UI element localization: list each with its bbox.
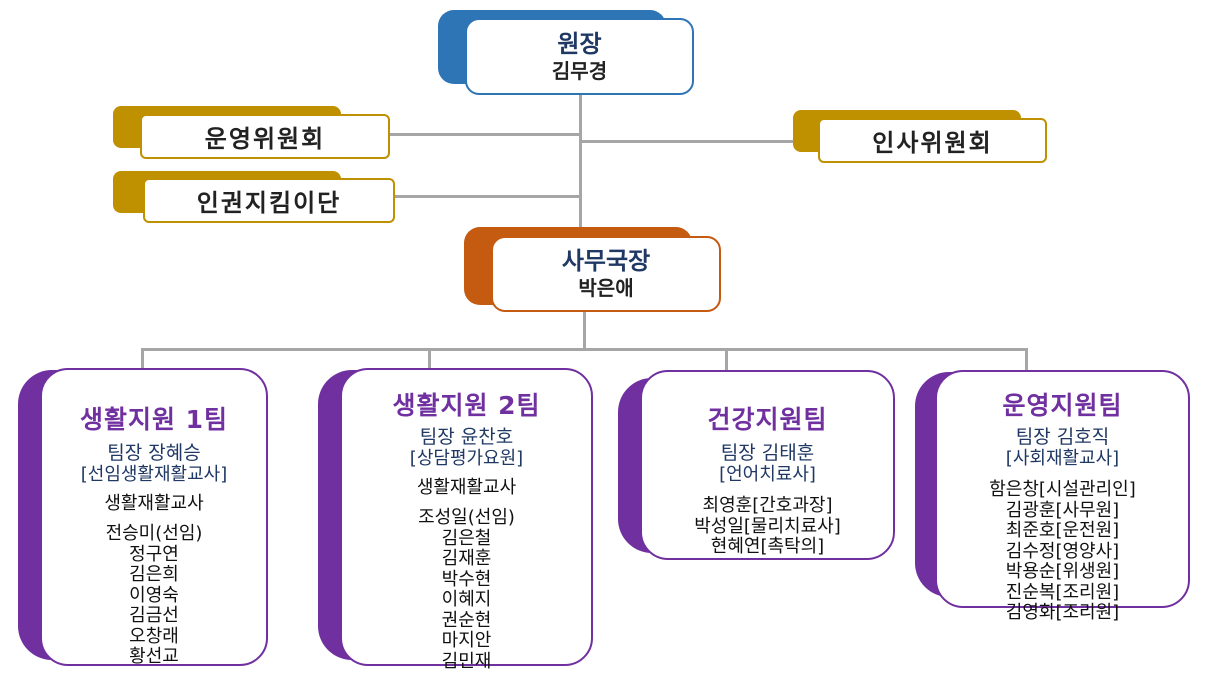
team2-leader-role: [상담평가요원] [409, 448, 524, 469]
list-item: 김수정[영양사] [1005, 540, 1120, 562]
team3-box: 건강지원팀 팀장 김태훈 [언어치료사] 최영훈[간호과장] 박성일[물리치료사… [640, 370, 895, 560]
connector-trunk [579, 94, 582, 234]
personnel-committee-label: 인사위원회 [872, 129, 993, 157]
team2-leader: 팀장 윤찬호 [419, 426, 514, 448]
team2-role-label: 생활재활교사 [416, 477, 517, 498]
personnel-committee-box: 인사위원회 [818, 118, 1047, 163]
connector-team4 [1025, 348, 1028, 370]
list-item: 오창래 [129, 625, 179, 647]
team3-leader-role: [언어치료사] [719, 464, 816, 485]
team1-leader: 팀장 장혜승 [107, 442, 201, 464]
list-item: 마지안 [441, 630, 492, 651]
team1-box: 생활지원 1팀 팀장 장혜승 [선임생활재활교사] 생활재활교사 전승미(선임)… [40, 368, 268, 668]
team4-leader: 팀장 김호직 [1015, 426, 1110, 448]
human-rights-team-box: 인권지킴이단 [143, 178, 395, 223]
operations-committee-label: 운영위원회 [204, 125, 326, 153]
list-item: 전승미(선임) [105, 523, 203, 544]
list-item: 박수현 [441, 568, 492, 590]
team2-member-list: 조성일(선임) 김은철 김재훈 박수현 이혜지 권순현 마지안 김민재 [418, 507, 515, 672]
list-item: 조성일(선임) [418, 507, 515, 528]
connector-team2 [428, 348, 431, 370]
team1-role-label: 생활재활교사 [104, 493, 204, 514]
team4-title: 운영지원팀 [1002, 391, 1123, 420]
connector-secretary-down [583, 311, 586, 349]
list-item: 이혜지 [441, 589, 492, 610]
connector-operations [390, 133, 580, 136]
list-item: 김민재 [441, 650, 492, 672]
team1-title: 생활지원 1팀 [79, 405, 229, 434]
team3-member-list: 최영훈[간호과장] 박성일[물리치료사] 현혜연[촉탁의] [694, 495, 841, 558]
connector-human-rights [395, 195, 580, 198]
list-item: 함은창[시설관리인] [989, 479, 1136, 500]
team2-title: 생활지원 2팀 [392, 391, 541, 420]
connector-team3 [725, 348, 728, 370]
team4-box: 운영지원팀 팀장 김호직 [사회재활교사] 함은창[시설관리인] 김광훈[사무원… [935, 370, 1190, 623]
list-item: 김은철 [441, 527, 492, 549]
team3-title: 건강지원팀 [707, 405, 828, 434]
director-title: 원장 [557, 29, 602, 58]
team3-leader: 팀장 김태훈 [720, 442, 815, 464]
connector-team1 [141, 348, 144, 370]
connector-personnel [580, 140, 818, 143]
list-item: 김광훈[사무원] [1005, 499, 1120, 521]
team2-box: 생활지원 2팀 팀장 윤찬호 [상담평가요원] 생활재활교사 조성일(선임) 김… [340, 368, 593, 671]
list-item: 김은희 [129, 564, 179, 585]
list-item: 황선교 [129, 646, 179, 667]
list-item: 최준호[운전원] [1005, 520, 1120, 541]
list-item: 최영훈[간호과장] [702, 495, 833, 516]
connector-team-bus [141, 348, 1028, 351]
team1-member-list: 전승미(선임) 정구연 김은희 이영숙 김금선 오창래 황선교 [105, 523, 203, 668]
secretary-box: 사무국장 박은애 [491, 236, 721, 312]
team1-leader-role: [선임생활재활교사] [80, 464, 228, 485]
list-item: 김영화[조리원] [1005, 602, 1120, 623]
list-item: 박용순[위생원] [1005, 561, 1120, 582]
secretary-title: 사무국장 [561, 247, 651, 275]
list-item: 김재훈 [441, 548, 492, 569]
list-item: 진순복[조리원] [1005, 581, 1120, 603]
list-item: 이영숙 [129, 584, 179, 606]
director-name: 김무경 [551, 58, 608, 83]
operations-committee-box: 운영위원회 [140, 114, 390, 159]
list-item: 권순현 [441, 609, 492, 631]
list-item: 현혜연[촉탁의] [710, 536, 825, 557]
list-item: 박성일[물리치료사] [694, 515, 841, 537]
human-rights-team-label: 인권지킴이단 [196, 189, 342, 217]
list-item: 정구연 [129, 543, 179, 565]
team4-leader-role: [사회재활교사] [1005, 448, 1120, 469]
list-item: 김금선 [129, 605, 179, 626]
secretary-name: 박은애 [578, 276, 634, 300]
director-box: 원장 김무경 [465, 18, 694, 95]
team4-member-list: 함은창[시설관리인] 김광훈[사무원] 최준호[운전원] 김수정[영양사] 박용… [989, 479, 1136, 624]
